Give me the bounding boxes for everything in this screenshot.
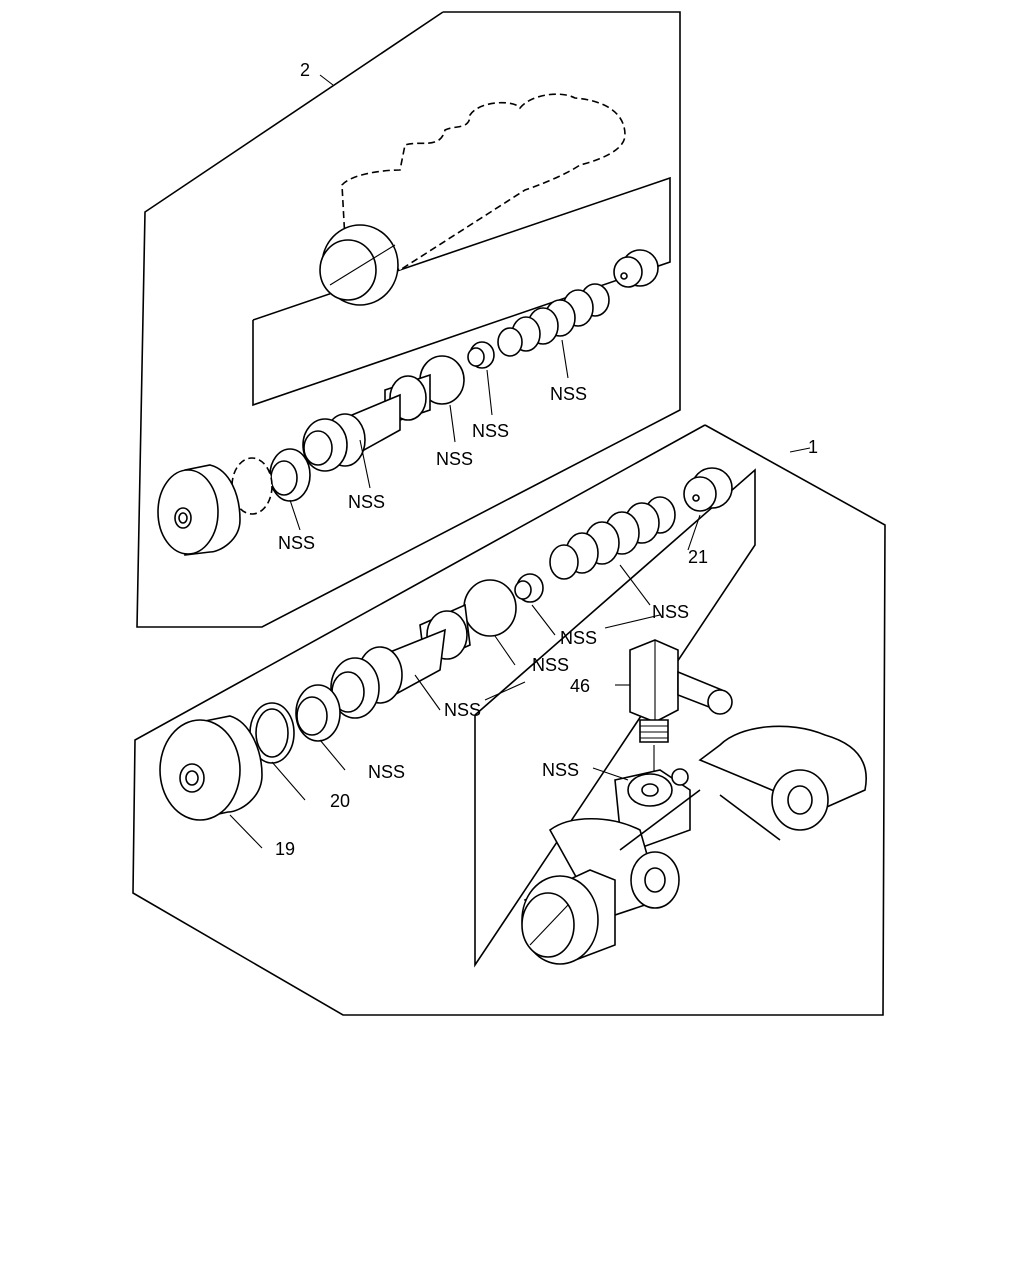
upper-washer bbox=[231, 457, 273, 515]
assembly-1-group: 1 21 NSS NSS NSS 46 NSS NSS NSS 20 19 bbox=[132, 424, 886, 1016]
assembly-1-inner-bracket bbox=[474, 468, 756, 968]
callout-part-46: 46 bbox=[570, 676, 590, 696]
callout-nss-lower-bolt: NSS bbox=[542, 760, 579, 780]
callout-nss-lower-spring: NSS bbox=[652, 602, 689, 622]
callout-nss-upper-cup: NSS bbox=[436, 449, 473, 469]
lower-plug-21 bbox=[683, 467, 733, 512]
assembly-2-inner-bracket bbox=[252, 176, 671, 407]
master-cylinder-body bbox=[521, 725, 867, 965]
callout-nss-upper-seal: NSS bbox=[278, 533, 315, 553]
union-bolt-46 bbox=[629, 639, 733, 785]
callout-nss-lower-cup: NSS bbox=[532, 655, 569, 675]
callout-assembly-2: 2 bbox=[300, 60, 310, 80]
upper-end-cap bbox=[157, 464, 241, 556]
upper-valve bbox=[467, 341, 495, 369]
upper-plug bbox=[613, 249, 659, 288]
lower-end-cap-19 bbox=[159, 715, 263, 821]
callout-nss-lower-piston: NSS bbox=[444, 700, 481, 720]
callout-part-19: 19 bbox=[275, 839, 295, 859]
callout-assembly-1: 1 bbox=[808, 437, 818, 457]
lower-cup bbox=[463, 579, 517, 637]
upper-spring bbox=[497, 283, 610, 357]
callout-nss-upper-valve: NSS bbox=[472, 421, 509, 441]
callout-nss-lower-seal: NSS bbox=[368, 762, 405, 782]
lower-valve bbox=[514, 573, 544, 603]
lower-spring bbox=[549, 496, 676, 580]
reservoir-cap bbox=[319, 224, 399, 306]
callout-nss-upper-piston: NSS bbox=[348, 492, 385, 512]
callout-nss-lower-valve: NSS bbox=[560, 628, 597, 648]
upper-seal bbox=[269, 418, 348, 502]
assembly-2-outline bbox=[136, 11, 681, 628]
callout-nss-upper-spring: NSS bbox=[550, 384, 587, 404]
reservoir-body bbox=[341, 93, 626, 271]
assembly-1-outline bbox=[132, 424, 886, 1016]
assembly-2-group: 2 NSS NSS NSS NSS NSS bbox=[136, 11, 681, 628]
callout-part-21: 21 bbox=[688, 547, 708, 567]
lower-seal bbox=[295, 657, 380, 742]
callout-part-20: 20 bbox=[330, 791, 350, 811]
